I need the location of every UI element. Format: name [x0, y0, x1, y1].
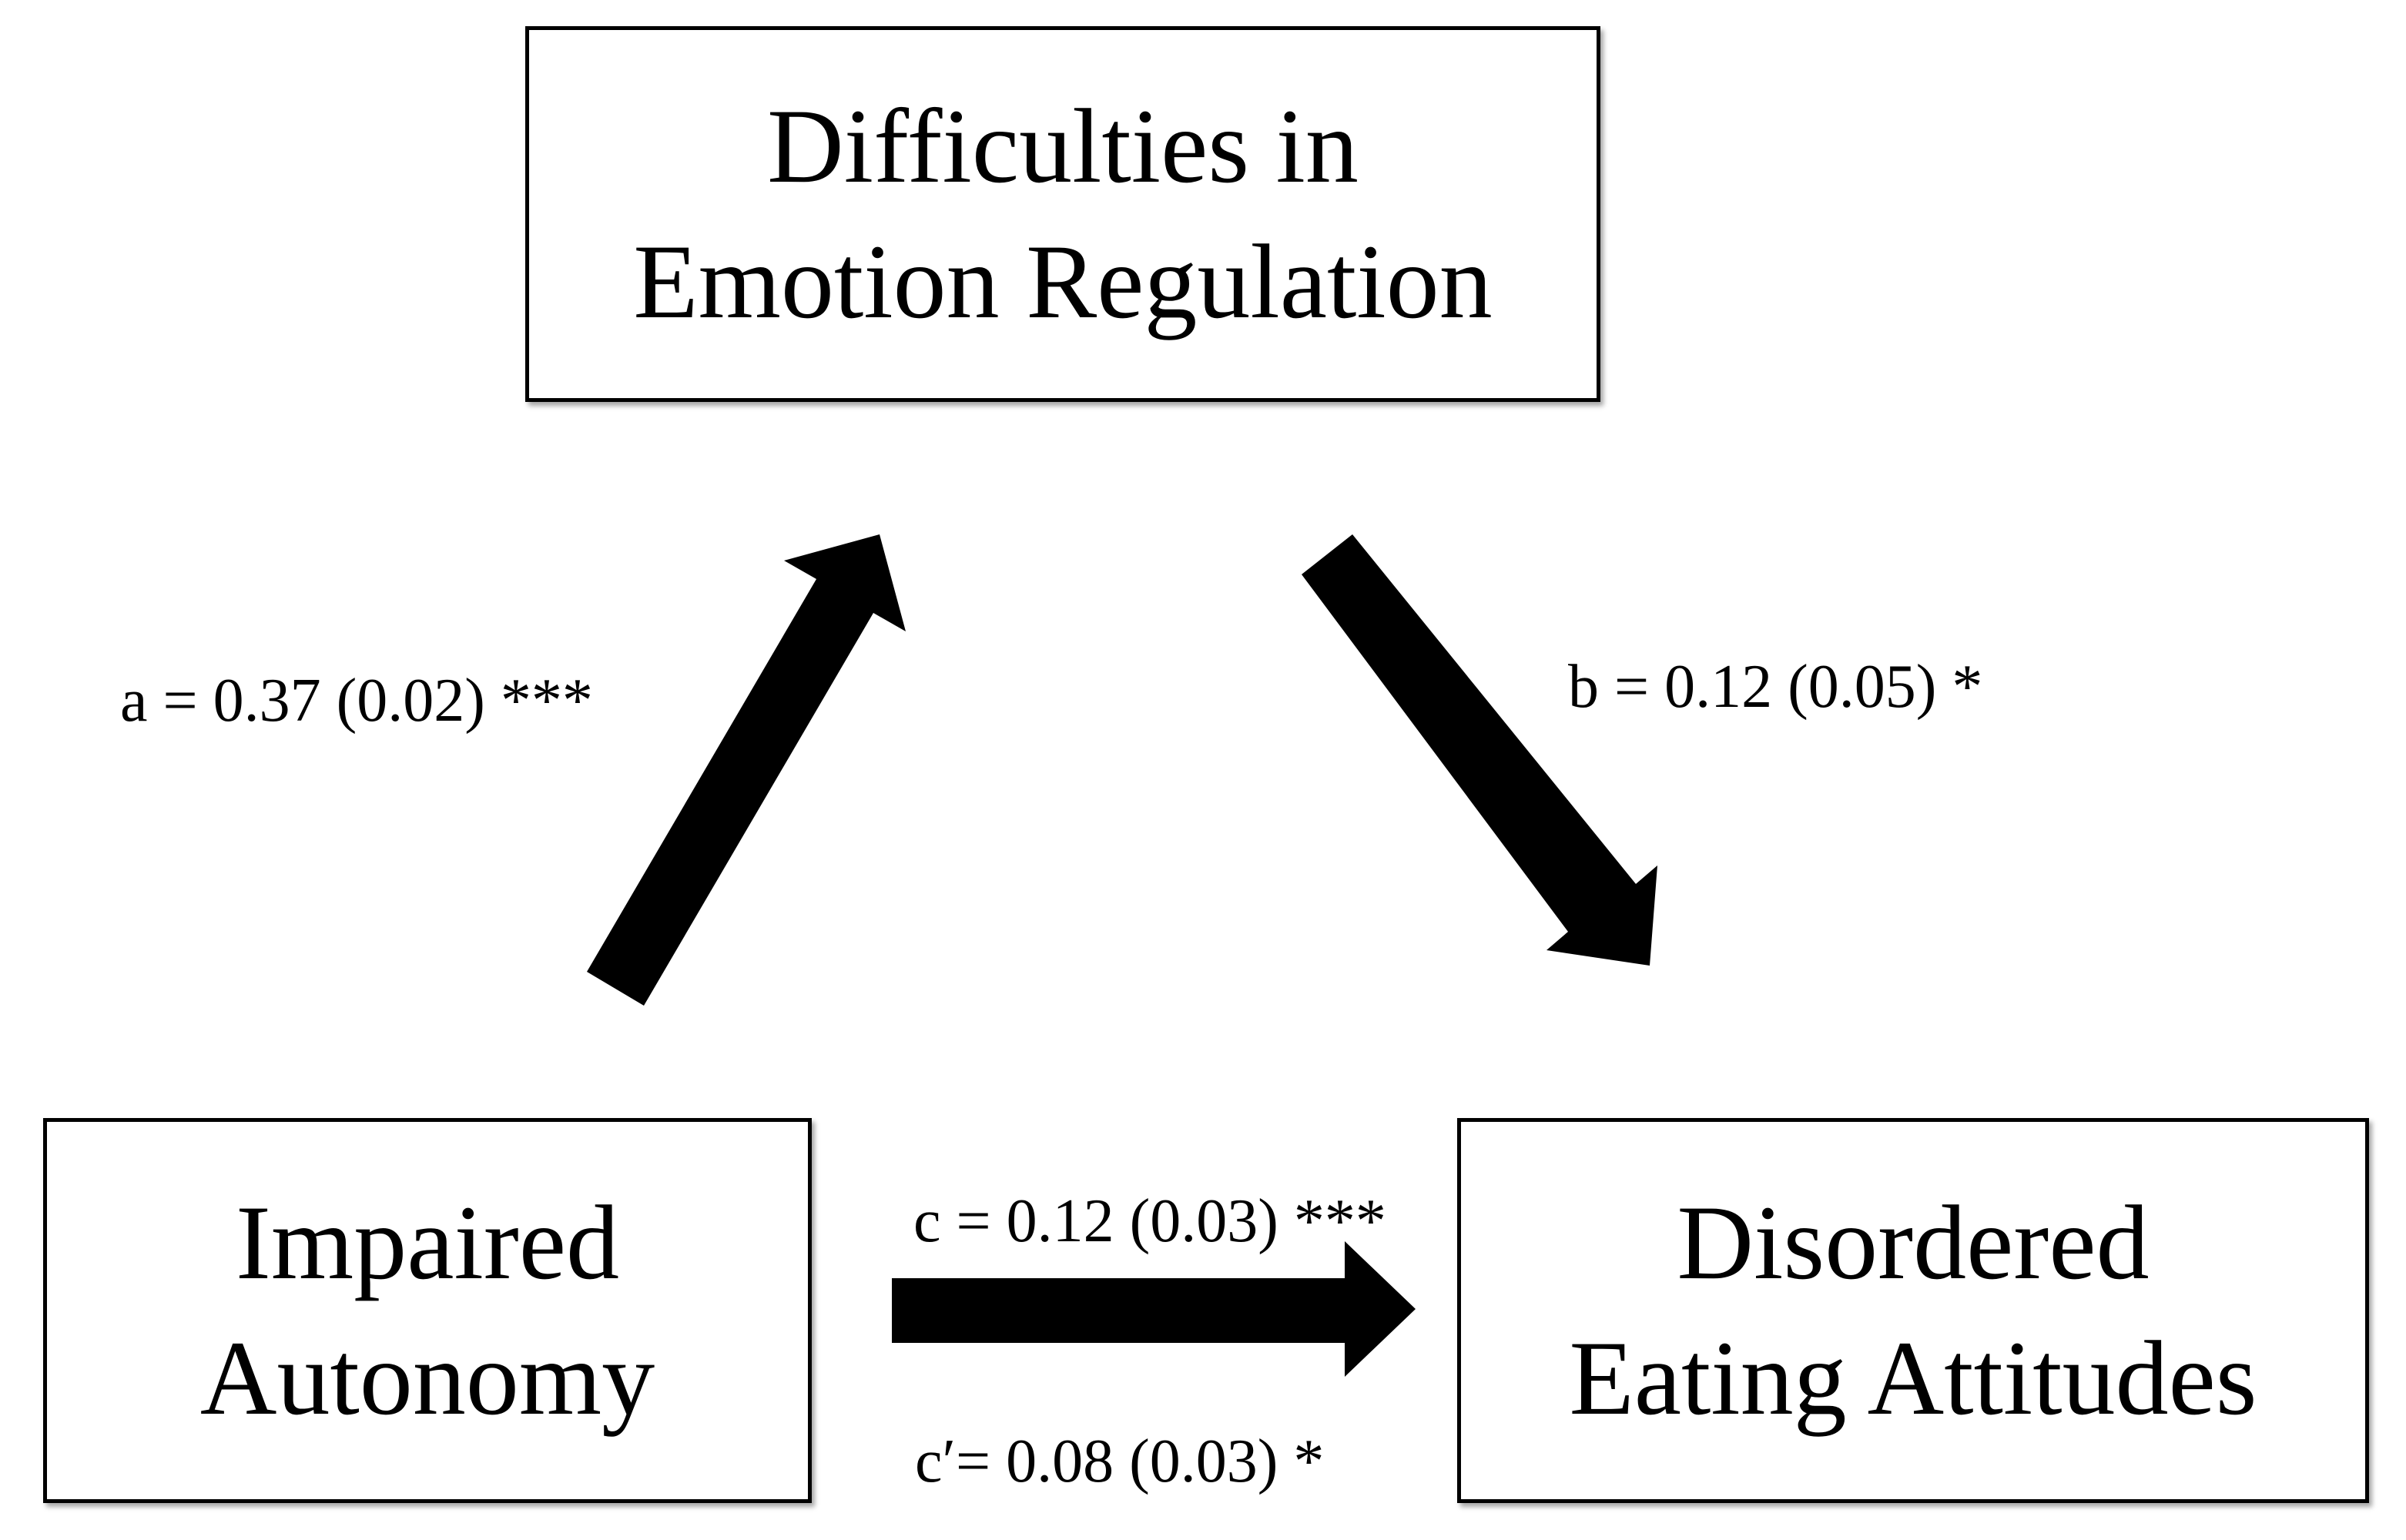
mediator-box: Difficulties in Emotion Regulation: [525, 26, 1600, 402]
outcome-label-line-2: Eating Attitudes: [1569, 1319, 2257, 1437]
path-b-label: b = 0.12 (0.05) *: [1568, 653, 1983, 721]
mediator-label-line-2: Emotion Regulation: [633, 223, 1493, 340]
path-c-prime-label: c′= 0.08 (0.03) *: [915, 1428, 1325, 1495]
predictor-label-line-1: Impaired: [235, 1183, 620, 1301]
outcome-box: Disordered Eating Attitudes: [1457, 1118, 2369, 1503]
path-a-label: a = 0.37 (0.02) ***: [120, 667, 593, 735]
arrow-a: [587, 534, 906, 1006]
arrow-c: [892, 1241, 1416, 1377]
arrow-b: [1302, 534, 1657, 966]
outcome-label-line-1: Disordered: [1677, 1183, 2150, 1301]
predictor-label-line-2: Autonomy: [199, 1319, 655, 1437]
mediator-label-line-1: Difficulties in: [767, 87, 1359, 205]
predictor-box: Impaired Autonomy: [43, 1118, 812, 1503]
path-c-label: c = 0.12 (0.03) ***: [913, 1187, 1386, 1255]
